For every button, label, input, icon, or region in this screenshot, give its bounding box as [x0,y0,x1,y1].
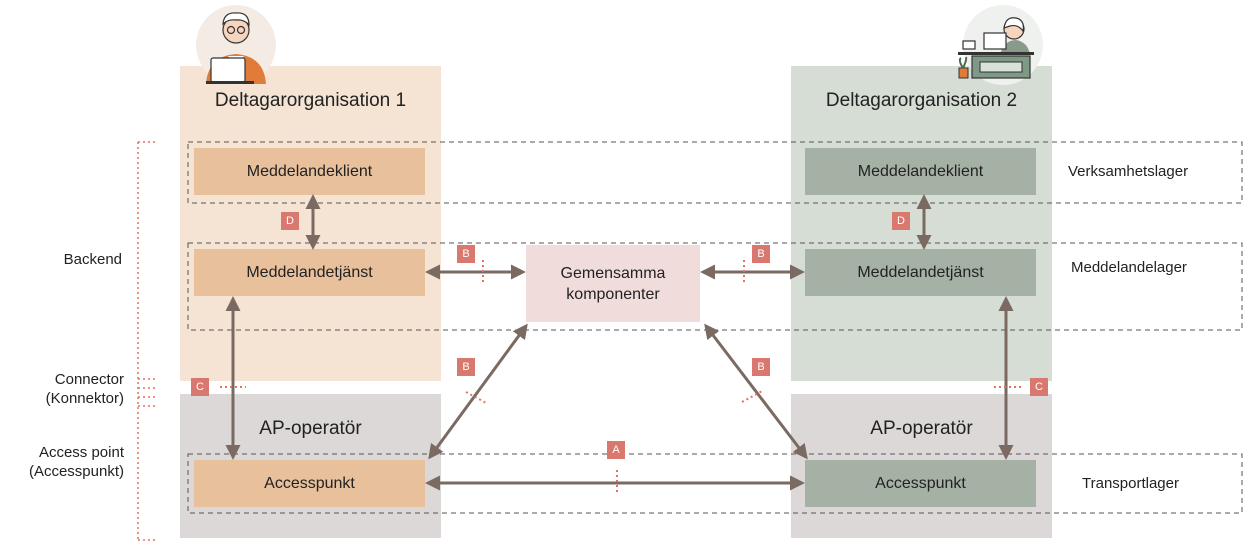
side-bracket-lines [137,141,158,541]
side-label-accesspoint-line2: (Accesspunkt) [28,463,124,480]
badge-b-right-bottom: B [752,358,770,376]
badge-d-org2: D [892,212,910,230]
org1-title: Deltagarorganisation 1 [214,90,407,111]
org1-service-box: Meddelandetjänst [194,249,425,296]
layer-label-business: Verksamhetslager [1068,163,1189,180]
badge-b-right-top: B [752,245,770,263]
side-label-connector: Connector (Konnektor) [0,370,124,408]
layer-label-message: Meddelandelager [1071,259,1187,276]
org2-accesspoint-box: Accesspunkt [805,460,1036,507]
org1-panel: Deltagarorganisation 1 [180,66,441,381]
org2-title: Deltagarorganisation 2 [825,90,1018,111]
common-components-line2: komponenter [566,285,660,303]
common-components-line1: Gemensamma [560,264,666,282]
side-label-connector-line2: (Konnektor) [45,390,124,407]
org2-service-box: Meddelandetjänst [805,249,1036,296]
org2-panel: Deltagarorganisation 2 [791,66,1052,381]
layer-label-transport: Transportlager [1082,475,1179,492]
common-components-box: Gemensamma komponenter [526,245,700,322]
org2-operator-title: AP-operatör [870,418,973,439]
org1-client-label: Meddelandeklient [246,162,373,180]
badge-b-left-top: B [457,245,475,263]
badge-a: A [607,441,625,459]
org2-client-label: Meddelandeklient [857,162,984,180]
org1-service-label: Meddelandetjänst [246,263,373,281]
side-label-backend: Backend [63,251,122,268]
org1-accesspoint-box: Accesspunkt [194,460,425,507]
arrow-ap1-common [428,323,528,460]
badge-c-org1: C [191,378,209,396]
badge-b-left-bottom: B [457,358,475,376]
org1-operator-title: AP-operatör [259,418,362,439]
org2-client-box: Meddelandeklient [805,148,1036,195]
org2-accesspoint-label: Accesspunkt [875,474,966,492]
side-label-connector-line1: Connector [54,371,124,388]
side-label-accesspoint-line1: Access point [38,444,124,461]
badge-c-org2: C [1030,378,1048,396]
side-label-accesspoint: Access point (Accesspunkt) [0,443,124,481]
org1-client-box: Meddelandeklient [194,148,425,195]
badge-d-org1: D [281,212,299,230]
org1-accesspoint-label: Accesspunkt [264,474,355,492]
org2-service-label: Meddelandetjänst [857,263,984,281]
